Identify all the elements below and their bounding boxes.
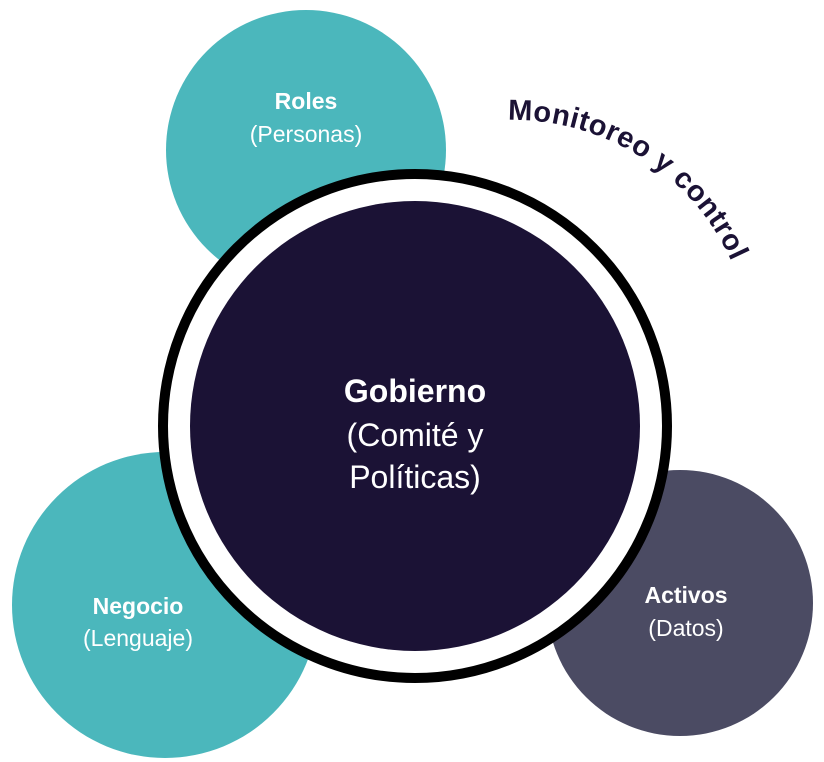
roles-title: Roles: [275, 88, 338, 114]
negocio-subtitle: (Lenguaje): [83, 625, 193, 651]
activos-subtitle: (Datos): [648, 615, 723, 641]
negocio-title: Negocio: [93, 593, 184, 619]
roles-subtitle: (Personas): [250, 121, 362, 147]
activos-title: Activos: [644, 582, 727, 608]
center-subtitle-line2: Políticas): [349, 459, 481, 495]
center-subtitle-line1: (Comité y: [347, 417, 484, 453]
center-title: Gobierno: [344, 373, 486, 409]
center-core: [190, 201, 640, 651]
